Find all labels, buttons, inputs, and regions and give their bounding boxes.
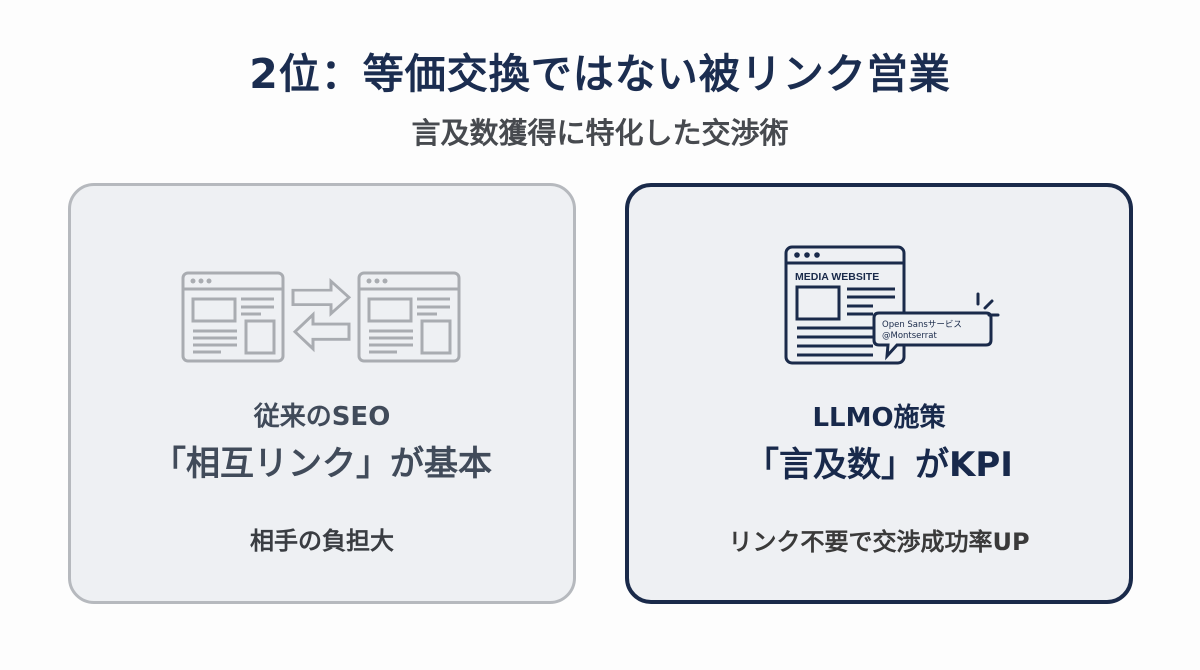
- arrow-left-icon: [292, 311, 351, 353]
- card-main-message: 「言及数」がKPI: [745, 445, 1013, 485]
- card-note: 相手の負担大: [250, 527, 394, 555]
- card-heading: LLMO施策: [812, 403, 946, 433]
- card-heading: 従来のSEO: [253, 402, 391, 432]
- media-website-label: MEDIA WEBSITE: [795, 271, 879, 283]
- llmo-card: MEDIA WEBSITE Open Sansサービス @Montserrat …: [625, 183, 1133, 604]
- bubble-text-line1: Open Sansサービス: [882, 320, 962, 330]
- arrow-right-icon: [291, 277, 352, 317]
- sparkle-icon: [976, 292, 1000, 317]
- card-main-message: 「相互リンク」が基本: [152, 444, 492, 484]
- browser-window-icon: [181, 271, 285, 363]
- speech-bubble-icon: Open Sansサービス @Montserrat: [872, 311, 993, 361]
- card-note: リンク不要で交渉成功率UP: [728, 528, 1030, 556]
- browser-window-icon: [357, 271, 461, 363]
- page-subtitle: 言及数獲得に特化した交渉術: [411, 116, 789, 150]
- page-title: 2位：等価交換ではない被リンク営業: [249, 50, 951, 98]
- mutual-link-exchange-icon: [71, 271, 573, 366]
- media-website-mention-icon: MEDIA WEBSITE Open Sansサービス @Montserrat: [629, 242, 1129, 367]
- traditional-seo-card: 従来のSEO 「相互リンク」が基本 相手の負担大: [68, 183, 576, 604]
- bubble-text-line2: @Montserrat: [882, 331, 937, 341]
